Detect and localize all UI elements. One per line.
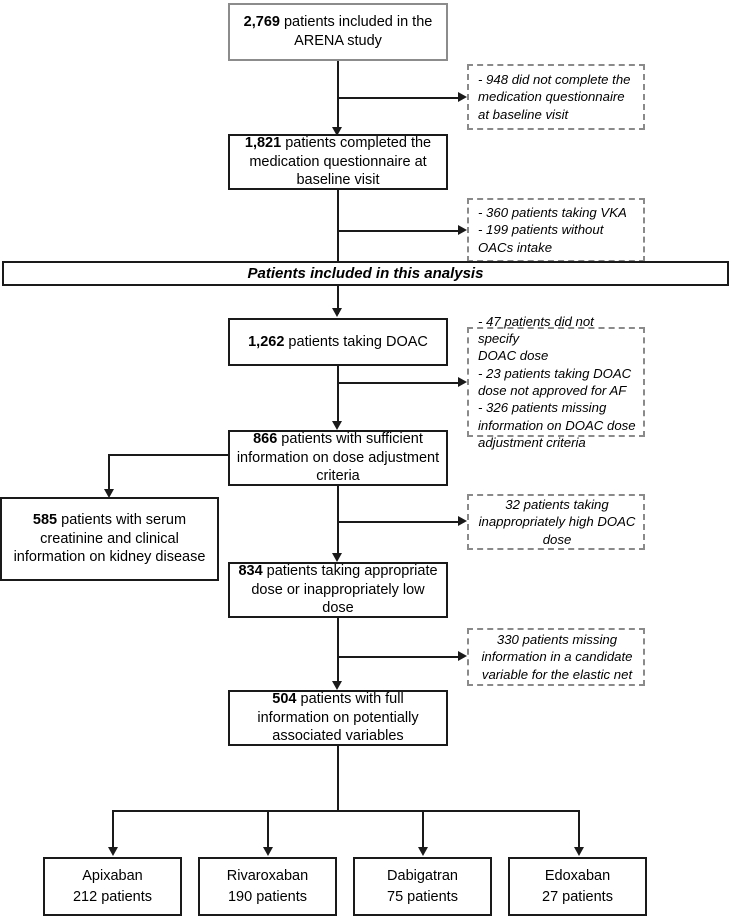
node-sufficient-info: 866 patients with sufficient information… — [228, 430, 448, 486]
node-drug-apixaban-name: Apixaban — [82, 867, 143, 884]
node-completed-questionnaire-label: patients completed the medication questi… — [249, 134, 432, 189]
exclusion-high-dose-line-2: inappropriately high DOAC — [478, 514, 636, 530]
connector-to-excl-dose-info — [338, 382, 460, 384]
connector-appropriate-to-full — [337, 618, 339, 686]
node-enrolled-count: 2,769 — [243, 14, 280, 31]
arrowhead-doac-to-sufficient — [332, 421, 342, 430]
exclusion-high-dose-line-1: 32 patients taking — [505, 497, 609, 513]
arrowhead-to-excl-vka — [458, 225, 467, 235]
exclusion-questionnaire-line-1: - 948 did not complete the — [478, 72, 631, 88]
arrowhead-to-dabigatran — [418, 847, 428, 856]
arrowhead-to-edoxaban — [574, 847, 584, 856]
arrowhead-banner-to-doac — [332, 308, 342, 317]
node-sufficient-info-text: 866 patients with sufficient information… — [236, 430, 440, 487]
node-appropriate-dose-text: 834 patients taking appropriate dose or … — [236, 562, 440, 619]
node-serum-creatinine-label: patients with serum creatinine and clini… — [13, 511, 206, 566]
exclusion-elastic-net: 330 patients missing information in a ca… — [467, 628, 645, 686]
node-drug-dabigatran: Dabigatran 75 patients — [353, 857, 492, 916]
banner-patients-included: Patients included in this analysis — [2, 261, 729, 286]
exclusion-dose-info-line-2: DOAC dose — [478, 348, 549, 364]
exclusion-dose-info-line-7: adjustment criteria — [478, 434, 586, 450]
arrowhead-to-rivaroxaban — [263, 847, 273, 856]
exclusion-vka-no-oac: - 360 patients taking VKA - 199 patients… — [467, 198, 645, 262]
exclusion-dose-info-line-3: - 23 patients taking DOAC — [478, 365, 632, 381]
connector-full-to-split — [337, 746, 339, 811]
connector-to-apixaban — [112, 810, 114, 852]
exclusion-questionnaire-line-2: medication questionnaire — [478, 89, 625, 105]
exclusion-questionnaire-line-3: at baseline visit — [478, 106, 569, 122]
exclusion-elastic-net-line-2: information in a candidate — [481, 649, 633, 665]
node-appropriate-dose-count: 834 — [238, 562, 263, 579]
node-drug-edoxaban: Edoxaban 27 patients — [508, 857, 647, 916]
node-full-information: 504 patients with full information on po… — [228, 690, 448, 746]
exclusion-vka-no-oac-line-2: - 199 patients without — [478, 222, 604, 238]
node-full-information-count: 504 — [272, 690, 297, 707]
connector-to-excl-questionnaire — [338, 97, 460, 99]
arrowhead-to-excl-high-dose — [458, 516, 467, 526]
exclusion-vka-no-oac-line-1: - 360 patients taking VKA — [478, 205, 627, 221]
node-completed-questionnaire-text: 1,821 patients completed the medication … — [236, 134, 440, 191]
arrowhead-to-excl-dose-info — [458, 377, 467, 387]
node-serum-creatinine: 585 patients with serum creatinine and c… — [0, 497, 219, 581]
node-drug-dabigatran-name: Dabigatran — [387, 867, 458, 884]
node-completed-questionnaire: 1,821 patients completed the medication … — [228, 134, 448, 190]
node-sufficient-info-label: patients with sufficient information on … — [236, 430, 440, 485]
exclusion-high-dose-line-3: dose — [542, 531, 572, 547]
exclusion-dose-info-line-6: information on DOAC dose — [478, 417, 636, 433]
node-taking-doac-label: patients taking DOAC — [284, 333, 428, 350]
arrowhead-sufficient-to-serum — [104, 489, 114, 498]
arrowhead-sufficient-to-appropriate — [332, 553, 342, 562]
arrowhead-appropriate-to-full — [332, 681, 342, 690]
connector-sufficient-to-serum-vertical — [108, 454, 110, 494]
connector-doac-to-sufficient — [337, 366, 339, 426]
banner-label: Patients included in this analysis — [247, 265, 484, 282]
exclusion-dose-info: - 47 patients did not specify DOAC dose … — [467, 314, 645, 450]
node-full-information-label: patients with full information on potent… — [257, 690, 419, 745]
exclusion-high-dose: 32 patients taking inappropriately high … — [467, 494, 645, 550]
connector-sufficient-to-serum-horizontal — [108, 454, 230, 456]
arrowhead-to-apixaban — [108, 847, 118, 856]
connector-to-edoxaban — [578, 810, 580, 852]
node-taking-doac-count: 1,262 — [248, 333, 285, 350]
exclusion-dose-info-line-1: - 47 patients did not specify — [478, 313, 594, 347]
exclusion-dose-info-line-5: - 326 patients missing — [478, 400, 607, 416]
connector-to-rivaroxaban — [267, 810, 269, 852]
node-completed-questionnaire-count: 1,821 — [244, 134, 282, 151]
node-drug-rivaroxaban-patients: 190 patients — [227, 888, 307, 905]
node-enrolled-label: patients included in the ARENA study — [279, 14, 433, 49]
node-drug-dabigatran-patients: 75 patients — [387, 888, 458, 905]
connector-to-excl-elastic-net — [338, 656, 460, 658]
node-taking-doac: 1,262 patients taking DOAC — [228, 318, 448, 366]
connector-drug-distribution-bar — [112, 810, 579, 812]
exclusion-elastic-net-line-3: variable for the elastic net — [481, 666, 633, 682]
node-full-information-text: 504 patients with full information on po… — [236, 690, 440, 747]
connector-banner-to-doac — [337, 286, 339, 314]
node-appropriate-dose-label: patients taking appropriate dose or inap… — [251, 562, 438, 617]
node-drug-edoxaban-name: Edoxaban — [544, 867, 611, 884]
node-taking-doac-text: 1,262 patients taking DOAC — [248, 333, 428, 352]
connector-to-excl-high-dose — [338, 521, 460, 523]
node-enrolled-text: 2,769 patients included in the ARENA stu… — [236, 13, 440, 51]
arrowhead-enrolled-to-completed — [332, 127, 342, 136]
exclusion-questionnaire: - 948 did not complete the medication qu… — [467, 64, 645, 130]
connector-to-dabigatran — [422, 810, 424, 852]
node-drug-rivaroxaban: Rivaroxaban 190 patients — [198, 857, 337, 916]
arrowhead-to-excl-elastic-net — [458, 651, 467, 661]
node-drug-rivaroxaban-name: Rivaroxaban — [226, 867, 309, 884]
node-drug-edoxaban-patients: 27 patients — [542, 888, 613, 905]
exclusion-dose-info-line-4: dose not approved for AF — [478, 383, 627, 398]
node-serum-creatinine-text: 585 patients with serum creatinine and c… — [8, 511, 211, 568]
connector-to-excl-vka — [338, 230, 460, 232]
node-enrolled: 2,769 patients included in the ARENA stu… — [228, 3, 448, 61]
arrowhead-to-excl-questionnaire — [458, 92, 467, 102]
connector-completed-to-banner — [337, 190, 339, 261]
node-sufficient-info-count: 866 — [253, 430, 278, 447]
exclusion-elastic-net-line-1: 330 patients missing — [496, 632, 618, 648]
exclusion-vka-no-oac-line-3: OACs intake — [478, 239, 553, 255]
node-appropriate-dose: 834 patients taking appropriate dose or … — [228, 562, 448, 618]
node-serum-creatinine-count: 585 — [32, 511, 58, 528]
connector-enrolled-to-completed — [337, 61, 339, 129]
node-drug-apixaban-patients: 212 patients — [72, 888, 152, 905]
node-drug-apixaban: Apixaban 212 patients — [43, 857, 182, 916]
